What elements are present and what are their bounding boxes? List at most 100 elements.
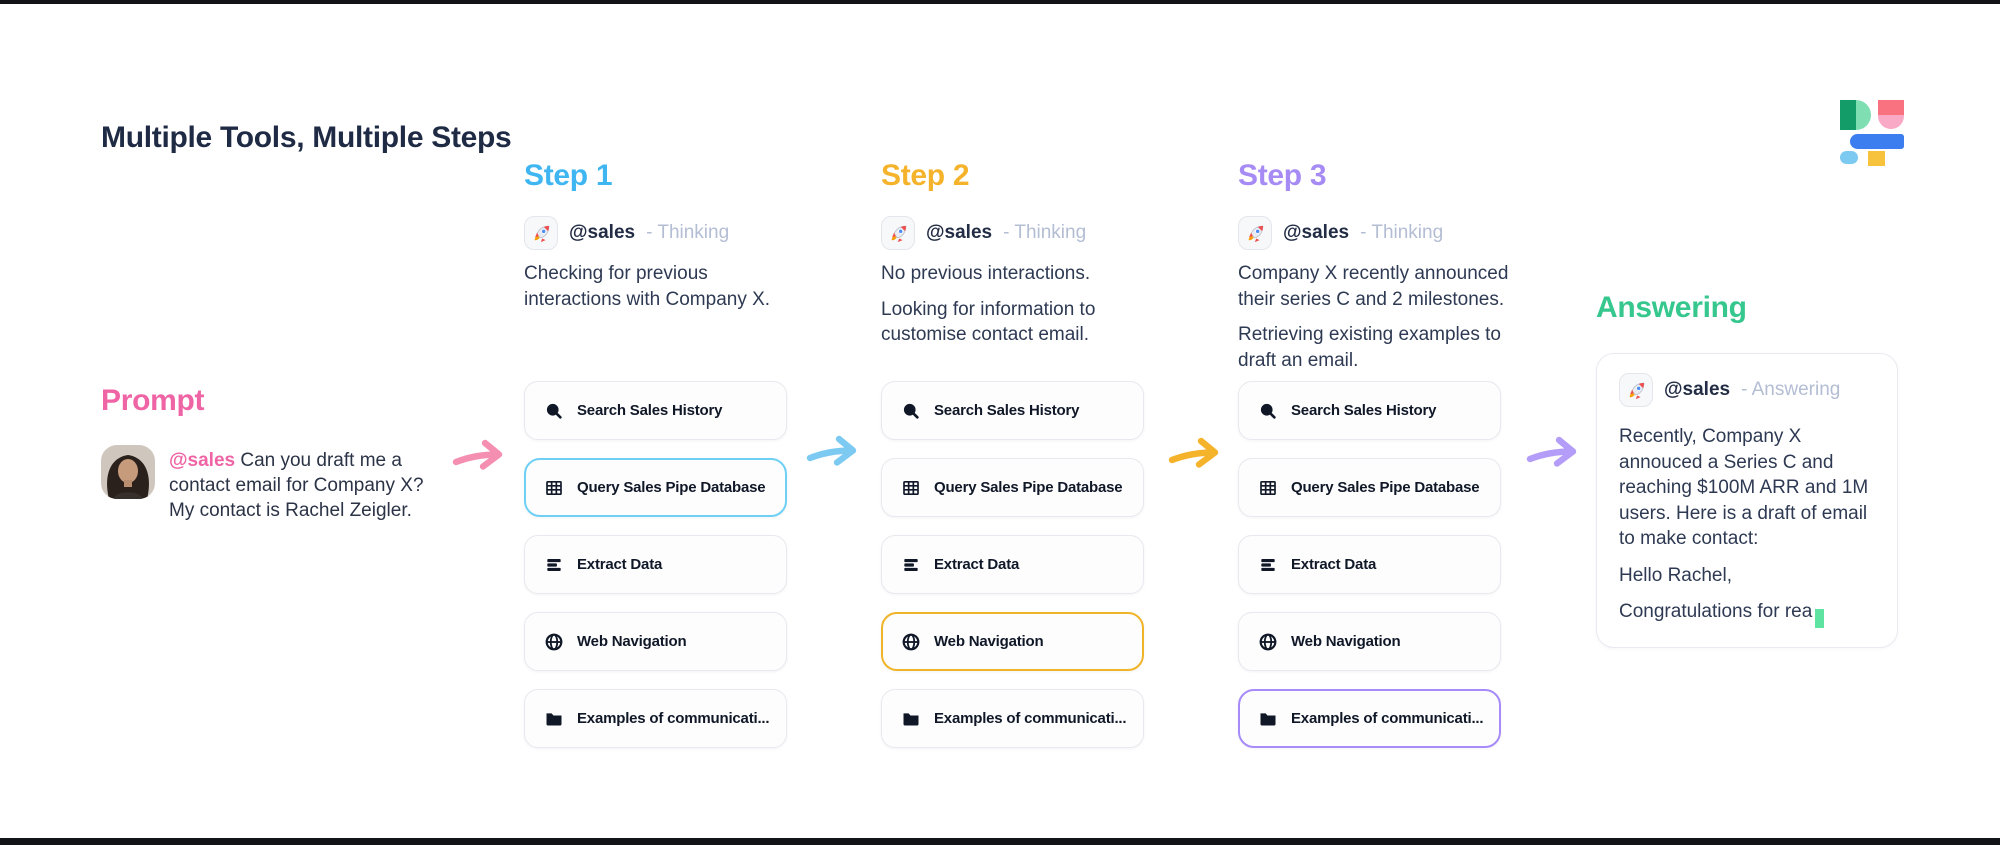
- rocket-icon: [1245, 223, 1266, 244]
- tools-list-step-2: Search Sales History Query Sales Pipe Da…: [881, 381, 1144, 766]
- agent-mention: @sales: [169, 450, 236, 471]
- table-icon: [1258, 478, 1278, 498]
- agent-badge: [1238, 216, 1272, 250]
- dust-logo: [1840, 98, 1904, 166]
- search-icon: [1258, 401, 1278, 421]
- agent-row: @sales - Thinking: [1238, 216, 1518, 250]
- prompt-section: Prompt @sales Can you draft me a contact…: [101, 383, 441, 542]
- answering-heading: Answering: [1596, 291, 1747, 324]
- tool-label: Search Sales History: [577, 402, 723, 419]
- tool-label: Search Sales History: [1291, 402, 1437, 419]
- page-title: Multiple Tools, Multiple Steps: [101, 121, 512, 155]
- tool-search-sales-history[interactable]: Search Sales History: [524, 381, 787, 440]
- answer-card: @sales - Answering Recently, Company X a…: [1596, 353, 1898, 648]
- agent-badge: [881, 216, 915, 250]
- thought-paragraph: Looking for information to customise con…: [881, 298, 1096, 346]
- globe-icon: [1258, 632, 1278, 652]
- rocket-icon: [1626, 380, 1647, 401]
- step-3-heading: Step 3: [1238, 159, 1327, 192]
- answer-body: Recently, Company X annouced a Series C …: [1619, 424, 1875, 628]
- tool-examples-of-communications[interactable]: Examples of communicati...: [881, 689, 1144, 748]
- tool-web-navigation[interactable]: Web Navigation: [524, 612, 787, 671]
- globe-icon: [901, 632, 921, 652]
- step-3-column: Step 3 @sales - Thinking Company X recen…: [1238, 158, 1518, 758]
- tool-query-sales-pipe-database[interactable]: Query Sales Pipe Database: [524, 458, 787, 517]
- prompt-heading: Prompt: [101, 384, 205, 417]
- answer-paragraph: Congratulations for rea: [1619, 599, 1875, 628]
- step-1-thought: Checking for previous interactions with …: [524, 261, 804, 312]
- logo-shape-t-left: [1840, 151, 1858, 164]
- tool-label: Examples of communicati...: [577, 710, 770, 727]
- arrow-step1-to-step2: [806, 433, 864, 469]
- agent-status: - Thinking: [1360, 222, 1444, 243]
- tool-label: Search Sales History: [934, 402, 1080, 419]
- tool-query-sales-pipe-database[interactable]: Query Sales Pipe Database: [1238, 458, 1501, 517]
- agent-status: - Answering: [1741, 379, 1841, 400]
- tool-examples-of-communications[interactable]: Examples of communicati...: [524, 689, 787, 748]
- woman-avatar-icon: [101, 445, 155, 499]
- step-1-column: Step 1 @sales - Thinking Checking for pr…: [524, 158, 804, 758]
- agent-name: @sales: [1664, 379, 1731, 400]
- tool-search-sales-history[interactable]: Search Sales History: [1238, 381, 1501, 440]
- tool-search-sales-history[interactable]: Search Sales History: [881, 381, 1144, 440]
- table-icon: [901, 478, 921, 498]
- rows-icon: [1258, 555, 1278, 575]
- answer-paragraph: Hello Rachel,: [1619, 564, 1732, 586]
- tool-label: Examples of communicati...: [1291, 710, 1484, 727]
- logo-shape-d-circle: [1856, 100, 1871, 130]
- step-2-column: Step 2 @sales - Thinking No previous int…: [881, 158, 1161, 758]
- tool-label: Query Sales Pipe Database: [934, 479, 1123, 496]
- tool-label: Extract Data: [577, 556, 663, 573]
- agent-badge: [524, 216, 558, 250]
- answer-typing-text: Congratulations for rea: [1619, 601, 1813, 622]
- top-edge-bar: [0, 0, 2000, 4]
- table-icon: [544, 478, 564, 498]
- bottom-edge-bar: [0, 838, 2000, 845]
- logo-shape-s-bar: [1850, 134, 1904, 149]
- tool-label: Web Navigation: [934, 633, 1044, 650]
- tool-extract-data[interactable]: Extract Data: [881, 535, 1144, 594]
- arrow-step2-to-step3: [1168, 435, 1226, 471]
- tool-web-navigation[interactable]: Web Navigation: [1238, 612, 1501, 671]
- search-icon: [544, 401, 564, 421]
- globe-icon: [544, 632, 564, 652]
- thought-paragraph: Retrieving existing examples to draft an…: [1238, 324, 1501, 371]
- tools-list-step-3: Search Sales History Query Sales Pipe Da…: [1238, 381, 1501, 766]
- tool-label: Extract Data: [934, 556, 1020, 573]
- tool-web-navigation[interactable]: Web Navigation: [881, 612, 1144, 671]
- tool-query-sales-pipe-database[interactable]: Query Sales Pipe Database: [881, 458, 1144, 517]
- tool-label: Web Navigation: [577, 633, 687, 650]
- agent-badge: [1619, 373, 1653, 407]
- answering-section: Answering @sales - Answering Recently, C…: [1596, 290, 1916, 648]
- logo-shape-u-circle: [1878, 115, 1904, 129]
- logo-shape-t-stem: [1868, 151, 1885, 166]
- right-arrow-icon: [1168, 435, 1226, 471]
- answer-paragraph: Recently, Company X annouced a Series C …: [1619, 426, 1869, 549]
- tool-examples-of-communications[interactable]: Examples of communicati...: [1238, 689, 1501, 748]
- step-1-heading: Step 1: [524, 159, 613, 192]
- step-3-thought: Company X recently announced their serie…: [1238, 261, 1518, 373]
- search-icon: [901, 401, 921, 421]
- agent-name: @sales: [569, 222, 636, 243]
- logo-shape-u-rect: [1878, 100, 1904, 115]
- tools-list-step-1: Search Sales History Query Sales Pipe Da…: [524, 381, 787, 766]
- agent-name: @sales: [926, 222, 993, 243]
- tool-label: Web Navigation: [1291, 633, 1401, 650]
- agent-status: - Thinking: [646, 222, 730, 243]
- tool-label: Extract Data: [1291, 556, 1377, 573]
- folder-icon: [1258, 709, 1278, 729]
- tool-label: Query Sales Pipe Database: [1291, 479, 1480, 496]
- arrow-step3-to-answering: [1526, 434, 1584, 470]
- agent-name: @sales: [1283, 222, 1350, 243]
- folder-icon: [901, 709, 921, 729]
- tool-extract-data[interactable]: Extract Data: [524, 535, 787, 594]
- thought-paragraph: No previous interactions.: [881, 263, 1091, 284]
- rocket-icon: [888, 223, 909, 244]
- agent-row: @sales - Thinking: [881, 216, 1161, 250]
- rows-icon: [544, 555, 564, 575]
- thought-paragraph: Checking for previous interactions with …: [524, 263, 771, 310]
- logo-shape-d-rect: [1840, 100, 1856, 130]
- prompt-message: @sales Can you draft me a contact email …: [169, 448, 429, 523]
- tool-extract-data[interactable]: Extract Data: [1238, 535, 1501, 594]
- right-arrow-icon: [452, 437, 510, 473]
